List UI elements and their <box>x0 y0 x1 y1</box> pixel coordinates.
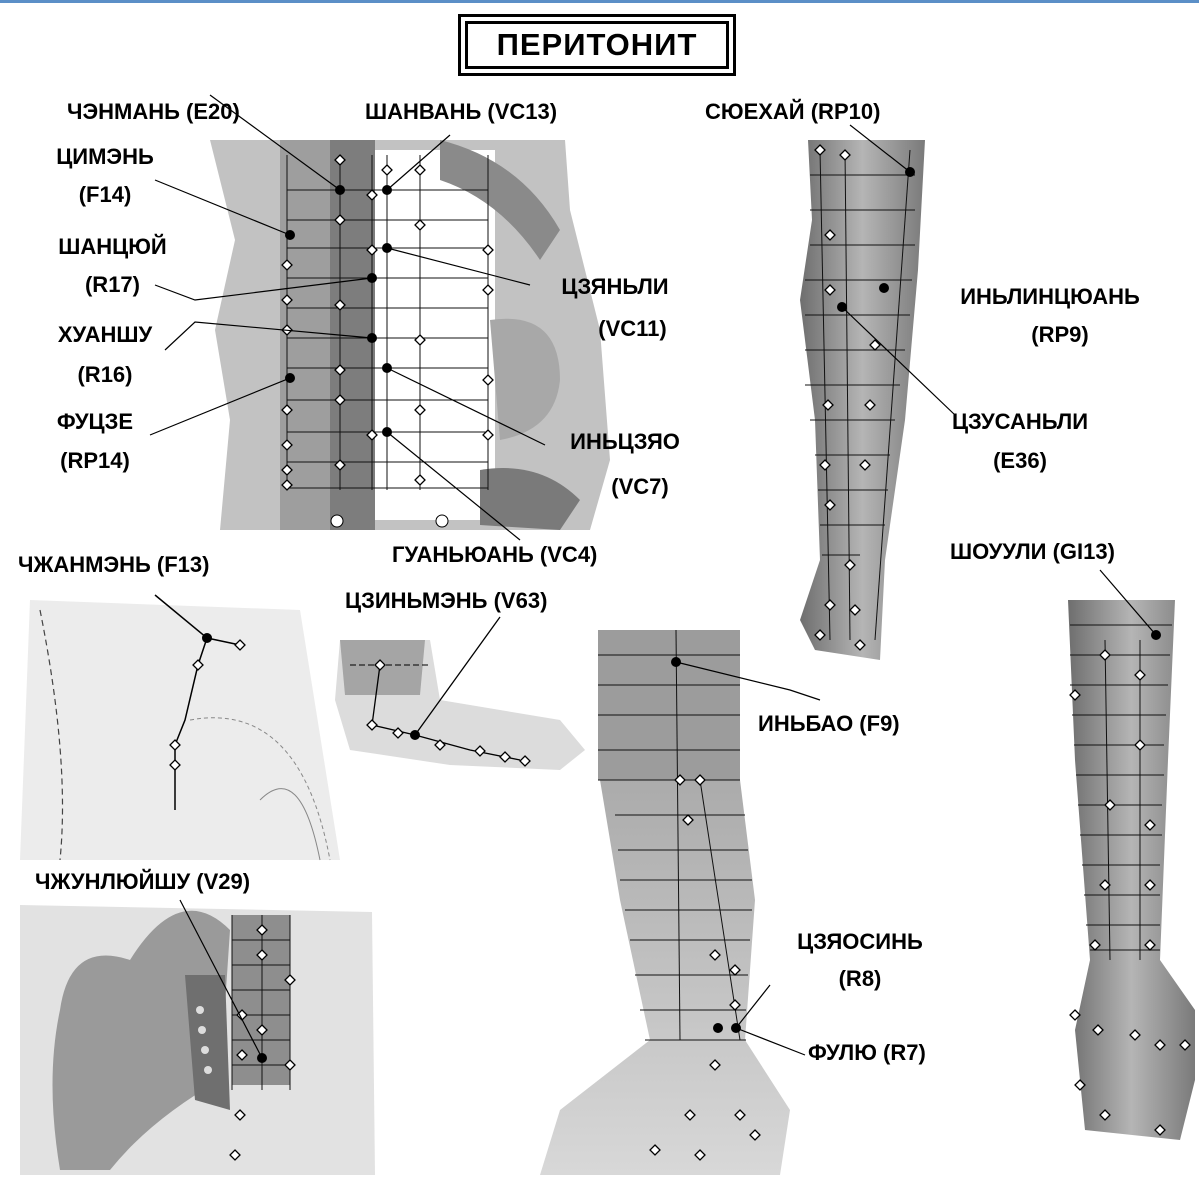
label-gi13: ШОУУЛИ (GI13) <box>950 535 1115 569</box>
label-rp10: СЮЕХАЙ (RP10) <box>705 95 880 129</box>
arm-figure <box>1068 570 1195 1140</box>
label-r7: ФУЛЮ (R7) <box>808 1036 926 1070</box>
label-r8-code: (R8) <box>800 962 920 996</box>
foot-figure <box>335 617 585 770</box>
pelvis-figure <box>20 900 375 1175</box>
label-r17-name: ШАНЦЮЙ <box>30 230 195 264</box>
label-r16-name: ХУАНШУ <box>30 318 180 352</box>
label-r17-code: (R17) <box>30 268 195 302</box>
label-vc13: ШАНВАНЬ (VC13) <box>365 95 557 129</box>
label-f14-code: (F14) <box>30 178 180 212</box>
label-rp14-code: (RP14) <box>30 444 160 478</box>
label-vc11-name: ЦЗЯНЬЛИ <box>525 270 705 304</box>
leg-upper-right <box>800 125 955 660</box>
label-v29: ЧЖУНЛЮЙШУ (V29) <box>35 865 250 899</box>
torso-figure <box>150 95 610 540</box>
label-vc11-code: (VC11) <box>560 312 705 346</box>
label-e20: ЧЭНМАНЬ (E20) <box>67 95 240 129</box>
side-torso-figure <box>20 595 340 860</box>
label-f9: ИНЬБАО (F9) <box>758 707 900 741</box>
label-r8-name: ЦЗЯОСИНЬ <box>765 925 955 959</box>
label-rp9-code: (RP9) <box>960 318 1160 352</box>
label-e36-code: (E36) <box>920 444 1120 478</box>
label-r16-code: (R16) <box>30 358 180 392</box>
label-e36-name: ЦЗУСАНЬЛИ <box>920 405 1120 439</box>
label-vc4: ГУАНЬЮАНЬ (VC4) <box>392 538 597 572</box>
label-f13: ЧЖАНМЭНЬ (F13) <box>18 548 209 582</box>
label-rp14-name: ФУЦЗЕ <box>30 405 160 439</box>
label-vc7-code: (VC7) <box>575 470 705 504</box>
label-f14-name: ЦИМЭНЬ <box>30 140 180 174</box>
label-v63: ЦЗИНЬМЭНЬ (V63) <box>345 584 547 618</box>
label-vc7-name: ИНЬЦЗЯО <box>545 425 705 459</box>
label-rp9-name: ИНЬЛИНЦЮАНЬ <box>905 280 1195 314</box>
